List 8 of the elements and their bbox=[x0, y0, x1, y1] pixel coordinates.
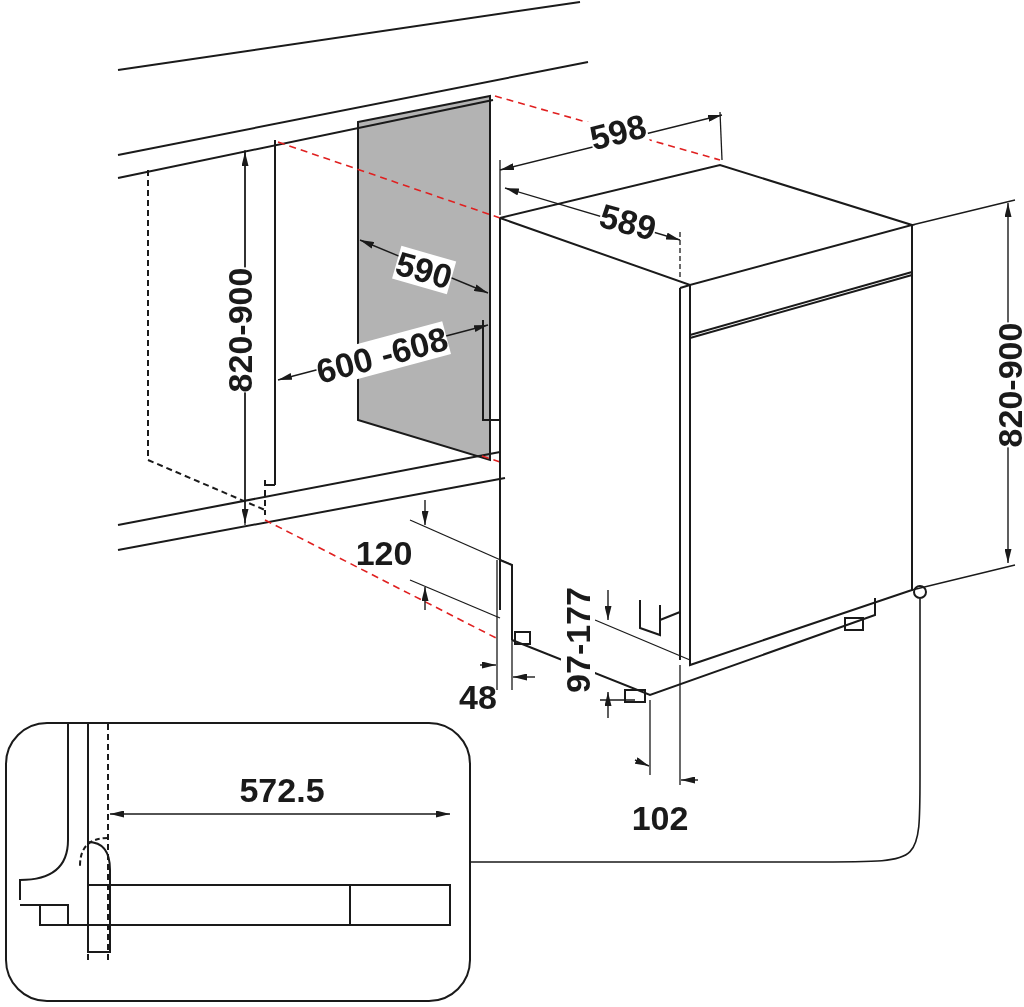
leader-line bbox=[470, 598, 921, 863]
dimension-value: 48 bbox=[459, 680, 497, 714]
dimension-value: 120 bbox=[355, 536, 413, 570]
dimension-value: 102 bbox=[631, 801, 689, 835]
detail-inset-frame bbox=[5, 722, 471, 1002]
detail-marker-circle bbox=[913, 585, 927, 599]
dimension-value: 572.5 bbox=[239, 773, 325, 807]
dimension-value: 97-177 bbox=[561, 587, 595, 693]
